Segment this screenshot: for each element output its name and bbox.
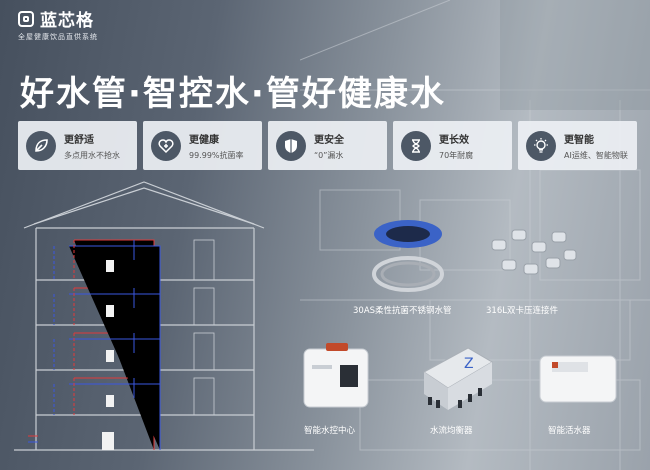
product-label-fittings: 316L双卡压连接件 — [486, 306, 558, 316]
fittings-image — [491, 229, 577, 275]
product-label-control-center: 智能水控中心 — [304, 426, 356, 436]
flow-balancer-image: Z — [423, 347, 493, 410]
feature-desc: 多点用水不抢水 — [64, 150, 120, 160]
shield-icon — [276, 130, 306, 161]
feature-desc: 99.99%抗菌率 — [189, 150, 244, 160]
pipe-coil-image — [372, 220, 444, 292]
feature-title: 更舒适 — [64, 134, 94, 146]
feature-title: 更安全 — [314, 134, 344, 146]
hourglass-icon — [401, 130, 431, 161]
product-label-flow-balancer: 水流均衡器 — [430, 426, 473, 436]
feature-card-health: 更健康 99.99%抗菌率 — [143, 121, 262, 170]
bulb-icon — [526, 130, 556, 161]
smart-activator-image — [539, 355, 617, 403]
svg-text:Z: Z — [464, 356, 474, 372]
water-control-center-image — [303, 343, 369, 408]
feature-title: 更健康 — [189, 134, 219, 146]
feature-desc: “0”漏水 — [314, 150, 344, 160]
feature-card-smart: 更智能 AI运维、智能物联 — [518, 121, 637, 170]
feature-desc: 70年耐腐 — [439, 150, 474, 160]
feature-list: 更舒适多点用水不抢水 更健康 99.99%抗菌率 更安全 “0”漏水 更长效 70年耐… — [18, 121, 637, 170]
feature-card-comfort: 更舒适多点用水不抢水 — [18, 121, 137, 170]
brand-tagline: 全屋健康饮品直供系统 — [18, 33, 98, 41]
background-room — [300, 0, 650, 470]
product-label-activator: 智能活水器 — [548, 426, 591, 436]
feature-card-safety: 更安全 “0”漏水 — [268, 121, 387, 170]
brand-logo-icon — [18, 10, 34, 27]
building-schematic — [14, 181, 314, 451]
heart-plus-icon — [151, 130, 181, 161]
leaf-icon — [26, 130, 56, 161]
headline: 好水管·智控水·管好健康水 — [20, 74, 446, 114]
brand: 蓝芯格 — [18, 6, 94, 31]
feature-title: 更长效 — [439, 134, 469, 146]
feature-card-durability: 更长效 70年耐腐 — [393, 121, 512, 170]
feature-desc: AI运维、智能物联 — [564, 150, 628, 160]
feature-title: 更智能 — [564, 134, 594, 146]
brand-name: 蓝芯格 — [40, 11, 94, 31]
product-label-pipe: 30AS柔性抗菌不锈钢水管 — [353, 306, 452, 316]
